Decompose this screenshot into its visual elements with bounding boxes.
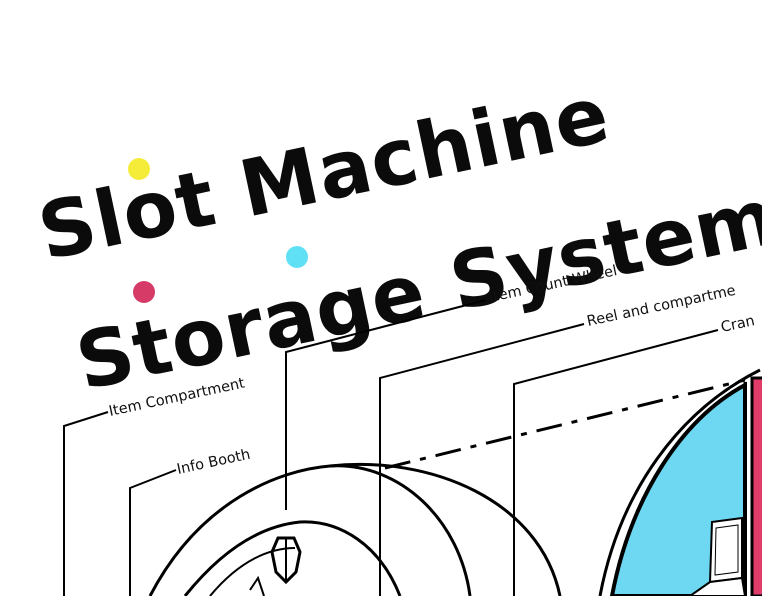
diagram-title: Slot Machine Storage System (31, 70, 762, 409)
leader-info-booth (129, 469, 177, 596)
title-dot-cyan (286, 246, 308, 268)
hub-detail-2 (249, 575, 265, 596)
label-crank: Cran (720, 313, 757, 336)
dashed-top-edge (384, 378, 746, 470)
slot-machine-drawing (148, 368, 762, 596)
title-dot-yellow (128, 158, 150, 180)
laptop-icon (688, 516, 747, 596)
top-drum-curve (329, 462, 562, 596)
leader-crank (513, 329, 719, 596)
leader-reel-compartment (379, 323, 585, 596)
title-dot-magenta (133, 281, 155, 303)
count-wheel-hub (270, 536, 302, 585)
panel-outer-shell (598, 368, 761, 596)
outer-drum-arc (148, 464, 472, 596)
leader-item-count-wheel (285, 299, 487, 510)
leader-item-compartment (63, 411, 109, 596)
label-info-booth: Info Booth (176, 447, 252, 478)
panel-pink (750, 376, 762, 596)
inner-drum-arc (183, 520, 402, 596)
leader-lines (63, 299, 719, 596)
